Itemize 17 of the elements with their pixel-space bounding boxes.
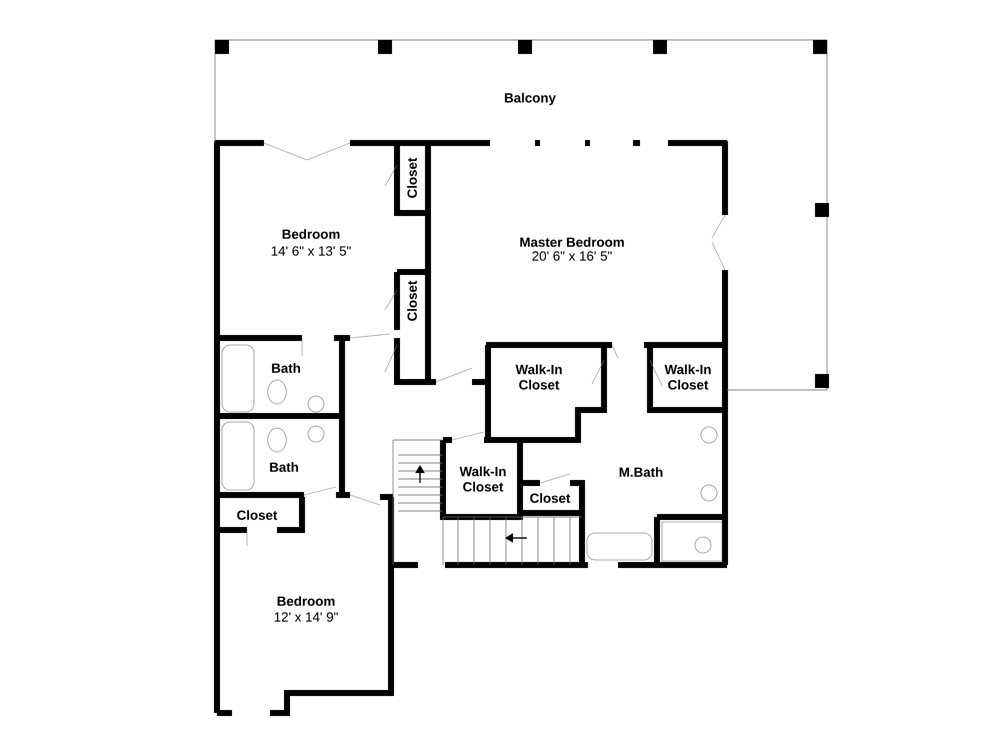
room-label: Walk-In Closet (516, 364, 562, 390)
room-label: Bedroom (282, 229, 340, 239)
room-label: Balcony (504, 92, 556, 106)
room-label: Closet (407, 280, 417, 321)
room-label: Closet (407, 158, 417, 198)
room-label: Master Bedroom (520, 237, 624, 247)
room-label: Walk-In Closet (460, 466, 506, 492)
room-label: Closet (530, 493, 570, 503)
room-dimensions: 12' x 14' 9" (274, 612, 338, 622)
room-label: Bath (272, 363, 300, 373)
room-label: Bedroom (278, 596, 334, 606)
room-dimensions: 14' 6" x 13' 5" (272, 246, 351, 256)
room-label: Bath (270, 462, 298, 472)
room-label: Closet (237, 510, 278, 520)
room-label: Walk-In Closet (664, 364, 711, 390)
room-label: M.Bath (620, 467, 662, 477)
room-dimensions: 20' 6" x 16' 5" (532, 251, 612, 261)
